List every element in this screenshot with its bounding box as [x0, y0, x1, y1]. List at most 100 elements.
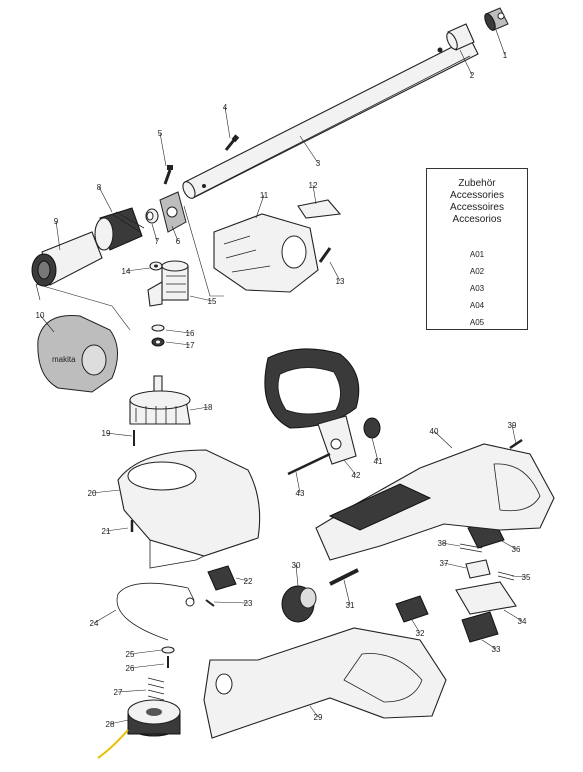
callout-leader-30 [295, 564, 299, 587]
callout-leader-13 [329, 261, 341, 282]
callout-leader-28 [109, 719, 129, 725]
callout-leader-20 [91, 489, 121, 494]
callout-leader-7 [151, 223, 158, 242]
accessory-code: A01 [469, 250, 485, 259]
plate-12 [297, 199, 342, 219]
screw-23 [205, 599, 215, 607]
callout-leader-12 [312, 184, 317, 205]
collar-7 [145, 208, 159, 224]
rear-handle-29 [203, 627, 447, 739]
shaft-sleeve [446, 23, 475, 51]
callout-38: 38 [438, 539, 447, 548]
callout-2: 2 [470, 71, 475, 80]
shaft-tube [182, 37, 479, 199]
washer-25 [161, 646, 175, 654]
callout-leader-35 [511, 575, 527, 578]
callout-27: 27 [114, 688, 123, 697]
callout-14: 14 [122, 267, 131, 276]
callout-leader-11 [255, 194, 265, 219]
wire-24 [116, 582, 195, 641]
accessory-code-list: A01 A02 A03 A04 A05 [427, 246, 527, 331]
switch-housing-33 [461, 611, 499, 643]
spool-28 [97, 699, 181, 759]
callout-10: 10 [36, 311, 45, 320]
callout-28: 28 [106, 720, 115, 729]
callout-7: 7 [155, 237, 160, 246]
callout-11: 11 [260, 191, 269, 200]
callout-leader-38 [441, 542, 461, 547]
callout-3: 3 [316, 159, 321, 168]
callout-leader-39 [511, 424, 517, 445]
callout-labels: 1234567891011121314151617181920212223242… [36, 29, 531, 729]
callout-leader-9 [55, 220, 61, 251]
callout-leader-5 [159, 132, 167, 167]
callout-leader-26 [129, 663, 165, 669]
callout-leader-18 [189, 406, 209, 411]
clamp-42 [317, 415, 357, 465]
callout-leader-23 [213, 601, 249, 604]
callout-leader-31 [343, 579, 351, 606]
callout-17: 17 [186, 341, 195, 350]
shaft-end-cap [484, 7, 509, 31]
callout-leader-41 [371, 437, 379, 462]
callout-23: 23 [244, 599, 253, 608]
front-handle-40 [315, 443, 555, 561]
callout-18: 18 [204, 403, 213, 412]
callout-leader-43 [295, 471, 301, 494]
callout-leader-42 [343, 459, 357, 476]
trigger-34 [455, 581, 517, 615]
callout-leader-40 [433, 430, 453, 449]
spring-35 [497, 571, 515, 581]
guard-20 [117, 449, 261, 569]
callout-15: 15 [208, 297, 217, 306]
front-housing-9 [31, 231, 103, 287]
callout-leader-3 [299, 135, 319, 164]
knob-30 [281, 585, 317, 623]
callout-13: 13 [336, 277, 345, 286]
flange-6 [159, 191, 187, 233]
callout-26: 26 [126, 664, 135, 673]
callout-leader-15 [189, 295, 213, 302]
fan-18 [129, 375, 191, 425]
callout-leader-17 [165, 341, 191, 346]
callout-leader-37 [443, 562, 467, 569]
callout-40: 40 [430, 427, 439, 436]
callout-leader-22 [235, 577, 249, 582]
callout-leader-1 [495, 29, 506, 56]
callout-leader-33 [481, 639, 497, 650]
callout-43: 43 [296, 489, 305, 498]
callout-leader-25 [129, 649, 163, 655]
callout-leader-14 [125, 267, 151, 272]
motor-housing-11 [213, 213, 319, 293]
callout-leader-34 [503, 609, 523, 622]
accessories-title-es: Accesorios [452, 214, 502, 225]
callout-31: 31 [346, 601, 355, 610]
callout-8: 8 [97, 183, 102, 192]
callout-4: 4 [223, 103, 228, 112]
callout-35: 35 [522, 573, 531, 582]
bracket-22 [207, 565, 237, 591]
callout-leader-4 [224, 106, 231, 139]
accessories-title-en: Accessories [450, 190, 504, 201]
accessories-box: Zubehör Accessories Accessoires Accesori… [426, 168, 528, 330]
accessory-code: A02 [469, 267, 485, 276]
callout-9: 9 [54, 217, 59, 226]
switch-32 [395, 595, 429, 623]
callout-leader-24 [93, 609, 117, 624]
callout-leader-27 [117, 689, 147, 693]
callout-30: 30 [292, 561, 301, 570]
callout-20: 20 [88, 489, 97, 498]
loop-handle-41 [264, 348, 381, 439]
callout-41: 41 [374, 457, 383, 466]
accessories-title-de: Zubehör [458, 178, 496, 189]
callout-5: 5 [158, 129, 163, 138]
spring-27 [147, 677, 165, 701]
callout-37: 37 [440, 559, 449, 568]
screw-13 [318, 247, 332, 263]
spring-38 [459, 543, 483, 553]
washer-16 [151, 324, 165, 332]
accessory-code: A03 [469, 284, 485, 293]
callout-24: 24 [90, 619, 99, 628]
bolt-43 [287, 452, 331, 476]
